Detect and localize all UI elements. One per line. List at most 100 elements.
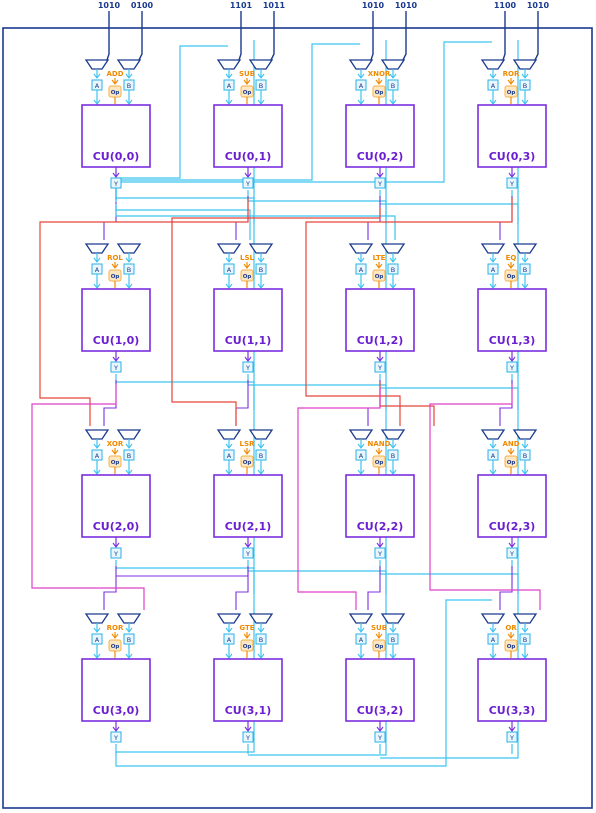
y-out-arrow: [376, 542, 384, 548]
cu-label: CU(3,3): [489, 704, 536, 717]
output-register-label: Y: [245, 550, 250, 558]
mux-shape: [84, 613, 110, 624]
mux-arrow: [125, 257, 133, 263]
y-out-arrow: [112, 172, 120, 178]
a-in-arrow: [225, 653, 233, 659]
broadcast-wire: [380, 40, 519, 759]
register-b-label: B: [259, 636, 263, 644]
op-label: OR: [505, 624, 517, 632]
op-arrow: [111, 263, 119, 269]
y-out-arrow: [508, 356, 516, 362]
mux-arrow: [521, 73, 529, 79]
y-out-arrow: [244, 356, 252, 362]
output-register-label: Y: [377, 550, 382, 558]
cu-box: [81, 474, 151, 538]
register-a-label: A: [95, 82, 100, 90]
mux-arrow: [93, 627, 101, 633]
input-value: 1010: [362, 1, 385, 10]
op-register-label: Op: [243, 274, 252, 280]
cu-box: [81, 104, 151, 168]
op-arrow: [243, 263, 251, 269]
mux-arrow: [389, 443, 397, 449]
register-a-label: A: [95, 266, 100, 274]
mux-icon: [480, 429, 506, 449]
y-out-arrow: [112, 726, 120, 732]
cu-box: [477, 288, 547, 352]
mux-shape: [84, 243, 110, 254]
mux-shape: [248, 243, 274, 254]
mux-arrow: [357, 257, 365, 263]
mux-icon: [512, 59, 538, 79]
input-wire: [534, 11, 539, 61]
output-register-label: Y: [377, 734, 382, 742]
mux-shape: [512, 59, 538, 70]
cu-box: [345, 104, 415, 168]
op-label: LSR: [240, 440, 256, 448]
op-label: ROR: [107, 624, 124, 632]
row-feed-wire: [103, 566, 117, 610]
output-register: [110, 547, 122, 559]
op-label: ADD: [106, 70, 123, 78]
b-in-arrow: [257, 469, 265, 475]
a-in-arrow: [225, 283, 233, 289]
broadcast-wire: [380, 573, 519, 594]
output-register: [506, 731, 518, 743]
mux-shape: [216, 59, 242, 70]
mux-icon: [84, 613, 110, 633]
op-arrow: [507, 449, 515, 455]
output-register-label: Y: [377, 364, 382, 372]
row-feed-wire: [103, 380, 117, 426]
mux-arrow: [225, 627, 233, 633]
broadcast-wire: [248, 200, 387, 224]
a-in-arrow: [93, 469, 101, 475]
mux-arrow: [93, 257, 101, 263]
mux-shape: [84, 429, 110, 440]
broadcast-wire: [248, 384, 387, 410]
y-out-arrow: [508, 172, 516, 178]
cu-box: [477, 474, 547, 538]
cu-box: [477, 658, 547, 722]
row-feed-wire: [499, 566, 513, 610]
cu-label: CU(0,2): [357, 150, 404, 163]
op-arrow: [375, 449, 383, 455]
mux-arrow: [389, 73, 397, 79]
mux-shape: [248, 429, 274, 440]
y-out-arrow: [112, 542, 120, 548]
output-register: [374, 361, 386, 373]
cu-label: CU(1,1): [225, 334, 272, 347]
b-in-arrow: [521, 99, 529, 105]
op-arrow: [375, 79, 383, 85]
b-in-arrow: [521, 283, 529, 289]
mux-shape: [380, 243, 406, 254]
a-in-arrow: [489, 469, 497, 475]
register-b-label: B: [259, 452, 263, 460]
mux-shape: [480, 59, 506, 70]
a-in-arrow: [93, 653, 101, 659]
op-register-label: Op: [243, 460, 252, 466]
mux-arrow: [521, 257, 529, 263]
register-b-label: B: [391, 636, 395, 644]
mux-icon: [380, 613, 406, 633]
mux-icon: [248, 59, 274, 79]
cu-label: CU(1,0): [93, 334, 140, 347]
register-b-label: B: [391, 82, 395, 90]
cu-label: CU(2,0): [93, 520, 140, 533]
mux-icon: [216, 613, 242, 633]
register-a-label: A: [359, 636, 364, 644]
mux-shape: [248, 59, 274, 70]
b-in-arrow: [125, 283, 133, 289]
register-b-label: B: [127, 452, 131, 460]
cu-box: [345, 474, 415, 538]
mux-icon: [480, 243, 506, 263]
mux-arrow: [257, 257, 265, 263]
output-register: [374, 731, 386, 743]
cu-label: CU(3,2): [357, 704, 404, 717]
row-feed-wire: [499, 380, 513, 426]
register-b-label: B: [523, 266, 527, 274]
mux-arrow: [357, 73, 365, 79]
op-label: XNOR: [368, 70, 391, 78]
mux-shape: [380, 429, 406, 440]
